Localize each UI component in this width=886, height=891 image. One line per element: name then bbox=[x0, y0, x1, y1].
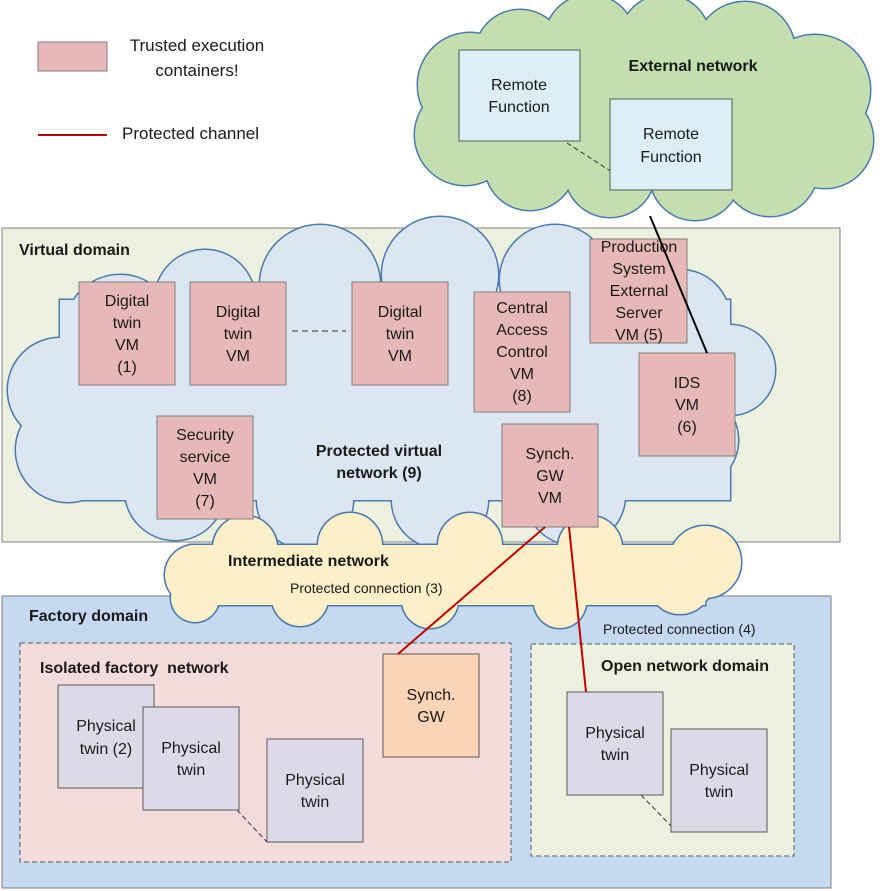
digital-twin-vm-3-label-1: Digital bbox=[378, 304, 422, 321]
physical-twin-b-label-1: Physical bbox=[285, 772, 345, 789]
digital-twin-vm-3-label-2: twin bbox=[386, 326, 414, 343]
physical-twin-2-label-2: twin (2) bbox=[80, 741, 132, 758]
physical-twin-open-1-label-1: Physical bbox=[585, 725, 645, 742]
synch-gw-vm-label-1: Synch. bbox=[526, 446, 575, 463]
remote-function-2-label-1: Remote bbox=[643, 126, 699, 143]
physical-twin-open-2-label-1: Physical bbox=[689, 762, 749, 779]
synch-gw-vm bbox=[501, 423, 599, 528]
digital-twin-vm-1-label-1: Digital bbox=[105, 293, 149, 310]
production-server-label-2: System bbox=[612, 261, 665, 278]
remote-function-1-label-1: Remote bbox=[491, 77, 547, 94]
synch-gw-vm-label-2: GW bbox=[536, 468, 564, 485]
legend-channel-label: Protected channel bbox=[122, 124, 259, 143]
physical-twin-open-2 bbox=[670, 728, 768, 833]
ids-vm-label-2: VM bbox=[675, 397, 699, 414]
central-access-control-vm bbox=[473, 291, 571, 413]
synch-gw-factory bbox=[382, 653, 480, 758]
physical-twin-a-label-2: twin bbox=[177, 762, 205, 779]
protected-channel-to-isolated-gw bbox=[397, 526, 546, 655]
digital-twin-vm-1 bbox=[78, 281, 176, 386]
protected-virtual-network-label-2: network (9) bbox=[336, 465, 421, 482]
protected-connection-4-label: Protected connection (4) bbox=[603, 621, 756, 637]
physical-twin-a-label-1: Physical bbox=[161, 740, 221, 757]
remote-function-2 bbox=[609, 98, 733, 191]
intermediate-network-title: Intermediate network bbox=[228, 553, 389, 570]
digital-twin-vm-2-label-3: VM bbox=[226, 348, 250, 365]
digital-twin-vm-2-label-1: Digital bbox=[216, 304, 260, 321]
remote-function-2-label-2: Function bbox=[640, 149, 701, 166]
virtual-domain-title: Virtual domain bbox=[19, 242, 130, 259]
synch-gw-factory-label-2: GW bbox=[417, 709, 445, 726]
production-server-label-3: External bbox=[610, 283, 669, 300]
ids-vm-label-1: IDS bbox=[674, 375, 701, 392]
central-access-control-label-3: Control bbox=[496, 344, 548, 361]
remote-link-dashed bbox=[566, 142, 613, 173]
physical-twin-2-label-1: Physical bbox=[76, 718, 136, 735]
factory-domain-title: Factory domain bbox=[29, 608, 148, 625]
digital-twin-vm-2 bbox=[189, 281, 287, 386]
legend-containers-label-1: Trusted execution bbox=[130, 36, 265, 55]
ids-vm bbox=[638, 352, 736, 457]
legend-container-swatch bbox=[37, 41, 108, 72]
digital-twin-vm-2-label-2: twin bbox=[224, 326, 252, 343]
production-server-label-5: VM (5) bbox=[615, 327, 663, 344]
open-network-domain-title: Open network domain bbox=[601, 658, 769, 675]
external-network-title: External network bbox=[629, 58, 758, 75]
digital-twin-vm-1-label-2: twin bbox=[113, 315, 141, 332]
digital-twin-vm-3 bbox=[351, 281, 449, 386]
security-service-label-1: Security bbox=[176, 427, 234, 444]
protected-channel-to-open-twin bbox=[568, 526, 587, 693]
central-access-control-label-5: (8) bbox=[512, 388, 532, 405]
physical-twin-b-label-2: twin bbox=[301, 794, 329, 811]
production-server-label-4: Server bbox=[615, 305, 663, 322]
legend-containers-label-2: containers! bbox=[155, 61, 238, 80]
protected-connection-3-label: Protected connection (3) bbox=[290, 580, 443, 596]
security-service-vm bbox=[156, 415, 254, 520]
synch-gw-factory-label-1: Synch. bbox=[407, 687, 456, 704]
physical-twin-link-dashed bbox=[236, 809, 268, 843]
remote-function-1 bbox=[458, 49, 581, 142]
physical-twin-b bbox=[266, 738, 364, 843]
central-access-control-label-2: Access bbox=[496, 322, 548, 339]
physical-twin-2 bbox=[57, 684, 155, 789]
central-access-control-label-4: VM bbox=[510, 366, 534, 383]
remote-to-ids-link bbox=[649, 215, 708, 354]
production-system-external-server-vm bbox=[589, 238, 688, 344]
isolated-factory-network-title: Isolated factory network bbox=[40, 660, 229, 677]
physical-twin-open-1-label-2: twin bbox=[601, 747, 629, 764]
security-service-label-3: VM bbox=[193, 471, 217, 488]
physical-twin-a bbox=[142, 706, 240, 811]
digital-twin-vm-1-label-4: (1) bbox=[117, 359, 137, 376]
digital-twin-vm-3-label-3: VM bbox=[388, 348, 412, 365]
synch-gw-vm-label-3: VM bbox=[538, 490, 562, 507]
central-access-control-label-1: Central bbox=[496, 300, 548, 317]
digital-twin-vm-1-label-3: VM bbox=[115, 337, 139, 354]
security-service-label-2: service bbox=[180, 449, 231, 466]
physical-twin-open-2-label-2: twin bbox=[705, 784, 733, 801]
protected-virtual-network-label-1: Protected virtual bbox=[316, 443, 442, 460]
security-service-label-4: (7) bbox=[195, 493, 215, 510]
production-server-label-1: Production bbox=[601, 239, 678, 256]
remote-function-1-label-2: Function bbox=[488, 99, 549, 116]
ids-vm-label-3: (6) bbox=[677, 419, 697, 436]
physical-twin-open-1 bbox=[566, 691, 664, 796]
